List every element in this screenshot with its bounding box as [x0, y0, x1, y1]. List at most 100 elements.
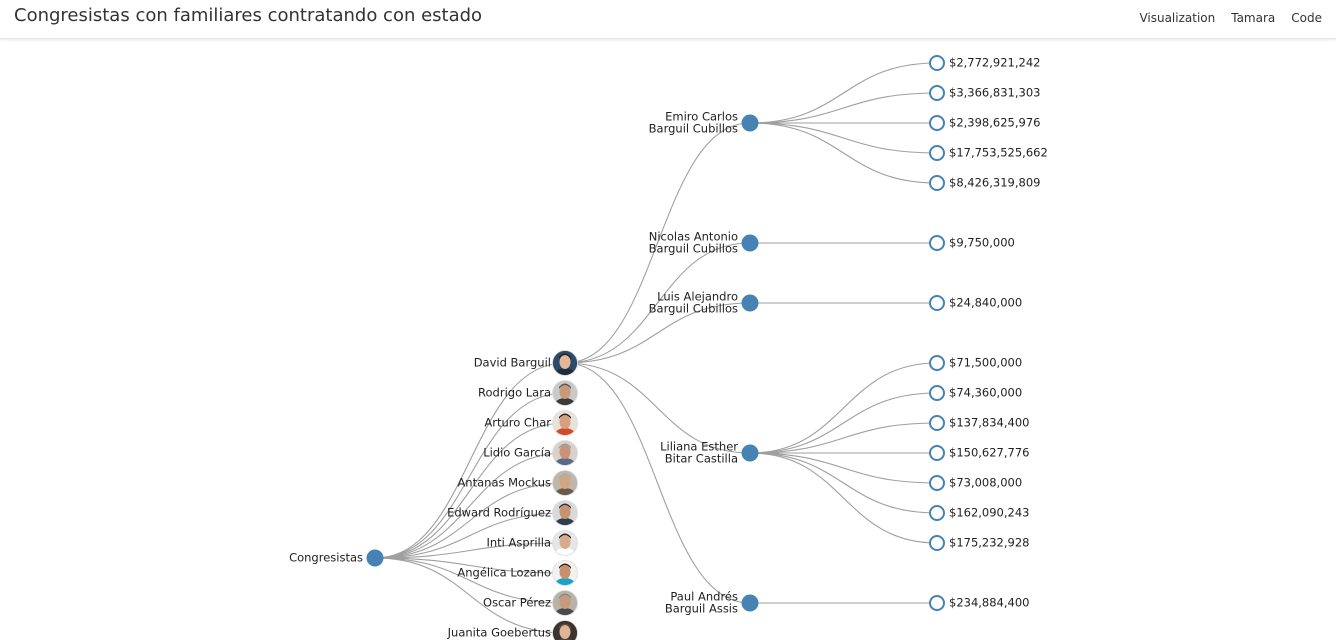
familiar-label: Paul Andrés [670, 590, 738, 604]
contrato-node[interactable] [929, 145, 945, 161]
familiar-node[interactable] [741, 594, 759, 612]
nav-links: Visualization Tamara Code [1139, 11, 1322, 25]
contrato-node[interactable] [929, 505, 945, 521]
contrato-amount-label: $17,753,525,662 [949, 146, 1048, 160]
avatar [552, 440, 578, 466]
familiar-node[interactable] [741, 294, 759, 312]
congresista-label: Edward Rodríguez [447, 506, 551, 520]
congresista-node[interactable] [553, 531, 578, 556]
contrato-amount-label: $175,232,928 [949, 536, 1029, 550]
familiar-node[interactable] [741, 444, 759, 462]
congresista-label: Antanas Mockus [457, 476, 551, 490]
link-familiar-contrato [749, 452, 938, 514]
link-familiar-contrato [749, 122, 938, 154]
link-familiar-contrato [749, 392, 938, 454]
contrato-amount-label: $8,426,319,809 [949, 176, 1040, 190]
avatar [552, 590, 578, 616]
congresista-node[interactable] [553, 501, 578, 526]
link-root-congresista [374, 542, 566, 559]
congresista-node[interactable] [553, 441, 578, 466]
congresista-node[interactable] [553, 561, 578, 586]
link-familiar-contrato [749, 452, 938, 484]
familiar-label: Barguil Cubillos [649, 242, 738, 256]
familiar-node[interactable] [741, 234, 759, 252]
link-root-congresista [374, 452, 566, 559]
contrato-node[interactable] [929, 175, 945, 191]
contrato-node[interactable] [929, 115, 945, 131]
page-title: Congresistas con familiares contratando … [14, 5, 483, 26]
congresista-node[interactable] [553, 411, 578, 436]
link-congresista-familiar [564, 122, 751, 364]
link-familiar-contrato [749, 362, 938, 454]
avatar [552, 530, 578, 556]
contrato-amount-label: $2,772,921,242 [949, 56, 1040, 70]
link-root-congresista [374, 482, 566, 559]
nav-link-visualization[interactable]: Visualization [1139, 11, 1216, 25]
contrato-node[interactable] [929, 535, 945, 551]
familiar-label: Liliana Esther [660, 440, 738, 454]
link-root-congresista [374, 557, 566, 634]
contrato-amount-label: $3,366,831,303 [949, 86, 1040, 100]
contrato-node[interactable] [929, 355, 945, 371]
contrato-node[interactable] [929, 595, 945, 611]
link-root-congresista [374, 362, 566, 559]
contrato-amount-label: $74,360,000 [949, 386, 1022, 400]
contrato-node[interactable] [929, 85, 945, 101]
congresista-node[interactable] [553, 471, 578, 496]
link-root-congresista [374, 392, 566, 559]
familiar-label: Barguil Cubillos [649, 122, 738, 136]
contrato-node[interactable] [929, 385, 945, 401]
root-label: Congresistas [289, 551, 363, 565]
link-familiar-contrato [749, 452, 938, 544]
nav-link-tamara[interactable]: Tamara [1231, 11, 1276, 25]
contrato-amount-label: $24,840,000 [949, 296, 1022, 310]
congresista-label: Inti Asprilla [486, 536, 551, 550]
familiar-label: Nicolas Antonio [649, 230, 738, 244]
familiar-label: Luis Alejandro [657, 290, 738, 304]
contrato-amount-label: $71,500,000 [949, 356, 1022, 370]
contrato-amount-label: $137,834,400 [949, 416, 1029, 430]
avatar [552, 560, 578, 586]
root-node[interactable] [366, 549, 384, 567]
contrato-node[interactable] [929, 445, 945, 461]
link-root-congresista [374, 557, 566, 604]
congresista-label: Juanita Goebertus [447, 626, 551, 640]
congresista-label: Arturo Char [484, 416, 551, 430]
familiar-node[interactable] [741, 114, 759, 132]
avatar [552, 500, 578, 526]
contrato-amount-label: $150,627,776 [949, 446, 1029, 460]
contrato-amount-label: $162,090,243 [949, 506, 1029, 520]
avatar [552, 350, 578, 376]
link-congresista-familiar [564, 302, 751, 364]
contrato-node[interactable] [929, 475, 945, 491]
contrato-node[interactable] [929, 55, 945, 71]
nav-link-code[interactable]: Code [1291, 11, 1322, 25]
link-congresista-familiar [564, 242, 751, 364]
congresista-node[interactable] [553, 621, 578, 640]
contrato-amount-label: $73,008,000 [949, 476, 1022, 490]
familiar-label: Emiro Carlos [665, 110, 738, 124]
contrato-node[interactable] [929, 295, 945, 311]
familiar-label: Barguil Assis [665, 602, 738, 616]
avatar [552, 470, 578, 496]
congresista-node[interactable] [553, 351, 578, 376]
avatar [552, 410, 578, 436]
link-familiar-contrato [749, 92, 938, 124]
congresista-node[interactable] [553, 591, 578, 616]
contrato-node[interactable] [929, 415, 945, 431]
congresista-label: Rodrigo Lara [478, 386, 551, 400]
link-congresista-familiar [564, 362, 751, 604]
contrato-node[interactable] [929, 235, 945, 251]
avatar [552, 380, 578, 406]
congresista-label: Oscar Pérez [483, 596, 551, 610]
contrato-amount-label: $2,398,625,976 [949, 116, 1040, 130]
link-root-congresista [374, 512, 566, 559]
familiar-label: Barguil Cubillos [649, 302, 738, 316]
familiar-label: Bitar Castilla [665, 452, 738, 466]
contrato-amount-label: $234,884,400 [949, 596, 1029, 610]
congresista-label: Angélica Lozano [457, 566, 551, 580]
congresista-label: David Barguil [474, 356, 551, 370]
congresista-node[interactable] [553, 381, 578, 406]
